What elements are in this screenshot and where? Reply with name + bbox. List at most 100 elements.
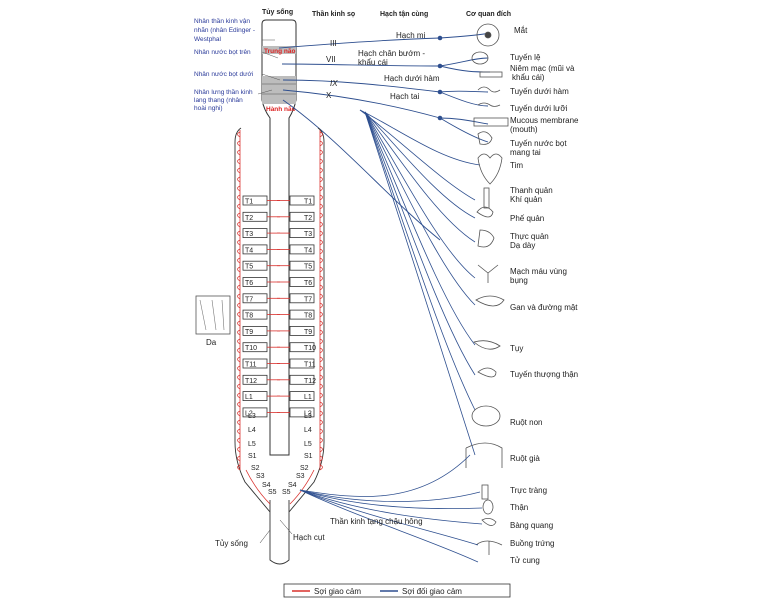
abdominal-vessels-icon — [477, 264, 499, 283]
segment-label-T7-s-right: T7 — [304, 296, 312, 303]
organ-mouth-mucosa-l2: (mouth) — [510, 125, 538, 134]
ramus — [237, 374, 241, 381]
header-spinal-cord: Tủy sống — [262, 8, 293, 16]
ramus — [319, 284, 323, 291]
segment-label-S1-right: S1 — [304, 453, 313, 460]
ramus — [319, 257, 323, 264]
segment-label-T9-s-right: T9 — [304, 329, 312, 336]
ramus — [237, 158, 241, 165]
segment-label-T4-s-left: T4 — [245, 247, 253, 254]
ramus — [237, 212, 241, 219]
midbrain-nucleus-band — [262, 46, 296, 54]
ramus — [319, 419, 323, 426]
segment-label-L3-left: L3 — [248, 413, 256, 420]
segment-label-T12-s-left: T12 — [245, 378, 257, 385]
segment-label-T11-s-right: T11 — [304, 362, 316, 369]
ramus — [319, 347, 323, 354]
vagus-branches — [359, 109, 481, 456]
uterus-ovary-icon — [475, 540, 503, 555]
ramus — [237, 203, 241, 210]
organ-bronchi: Phế quản — [510, 214, 544, 223]
organ-uterus: Tử cung — [510, 556, 540, 565]
spinal-cord-outline — [234, 127, 325, 565]
parotid-gland-icon — [477, 131, 493, 145]
ramus — [319, 167, 323, 174]
segment-label-L4-left: L4 — [248, 427, 256, 434]
segment-label-T10-s-left: T10 — [245, 345, 257, 352]
ramus — [319, 275, 323, 282]
organ-labels: Mắt Tuyến lệ Niêm mạc (mũi và khẩu cái) … — [510, 26, 579, 565]
ramus — [319, 410, 323, 417]
ramus — [319, 185, 323, 192]
organ-esophagus: Thực quản — [510, 232, 549, 241]
ganglion-pterygopalatine-l1: Hạch chân bướm - — [358, 49, 425, 58]
bladder-icon — [481, 518, 497, 526]
segment-label-T5-s-left: T5 — [245, 264, 253, 271]
organ-small-intestine: Ruột non — [510, 418, 542, 427]
legend-parasympathetic-label: Sợi đối giao cảm — [402, 587, 462, 596]
organ-large-intestine: Ruột già — [510, 454, 540, 463]
ramus — [237, 329, 241, 336]
ramus — [237, 257, 241, 264]
ramus — [319, 203, 323, 210]
ramus — [319, 320, 323, 327]
ramus — [319, 230, 323, 237]
segment-label-L5-left: L5 — [248, 441, 256, 448]
organ-larynx: Thanh quản — [510, 186, 553, 195]
adrenal-icon — [477, 367, 497, 378]
ramus — [319, 455, 323, 462]
nucleus-dorsal-vagal-l3: hoài nghi) — [194, 105, 223, 112]
ramus — [319, 329, 323, 336]
legend-sympathetic-label: Sợi giao cảm — [314, 587, 361, 596]
segment-label-S2-left: S2 — [251, 465, 260, 472]
ramus — [319, 365, 323, 372]
ganglion-submandibular: Hạch dưới hàm — [384, 74, 440, 83]
ramus — [237, 185, 241, 192]
organ-submandibular: Tuyến dưới hàm — [510, 87, 569, 96]
segment-label-S3-left: S3 — [256, 473, 265, 480]
cranial-nerve-IX: IX — [330, 79, 338, 88]
nasal-mucosa-icon — [479, 71, 503, 78]
ramus — [237, 167, 241, 174]
pelvic-splanchnic-fibers — [299, 454, 483, 563]
organ-adrenal: Tuyến thượng thận — [510, 370, 578, 379]
skin-icon — [195, 295, 231, 335]
segment-label-S5-left: S5 — [268, 489, 277, 496]
medulla-nucleus-band — [262, 76, 296, 104]
spinal-cord-bottom-label: Tủy sống — [215, 539, 248, 548]
mouth-mucosa-icon — [473, 117, 509, 127]
ramus — [237, 221, 241, 228]
organ-icons — [465, 23, 509, 555]
ramus — [319, 266, 323, 273]
segment-label-L1-s-left: L1 — [245, 394, 253, 401]
ramus — [319, 149, 323, 156]
ramus — [237, 149, 241, 156]
nucleus-dorsal-vagal-l1: Nhân lưng thần kinh — [194, 87, 253, 96]
segment-label-S4-right: S4 — [288, 482, 297, 489]
segment-label-T3-s-left: T3 — [245, 231, 253, 238]
ramus — [237, 419, 241, 426]
ganglion-otic: Hạch tai — [390, 92, 420, 101]
ramus — [319, 338, 323, 345]
segment-label-L2-s-right: L2 — [304, 410, 312, 417]
organ-parotid-l1: Tuyến nước bọt — [510, 139, 567, 148]
small-intestine-icon — [471, 405, 501, 427]
ramus — [237, 347, 241, 354]
ramus — [319, 212, 323, 219]
organ-sublingual: Tuyến dưới lưỡi — [510, 104, 568, 113]
ramus — [319, 239, 323, 246]
stomach-icon — [477, 229, 495, 248]
ramus — [237, 464, 241, 471]
cranial-nerve-III: III — [330, 39, 337, 48]
ganglion-dots — [437, 35, 443, 121]
segment-label-T1-s-left: T1 — [245, 199, 253, 206]
ramus — [319, 446, 323, 453]
medulla-label: Hành não — [266, 106, 296, 113]
segment-label-T12-s-right: T12 — [304, 378, 316, 385]
ramus — [237, 311, 241, 318]
ramus — [319, 464, 323, 471]
segment-label-S4-left: S4 — [262, 482, 271, 489]
organ-nasal-mucosa-l2: khẩu cái) — [512, 73, 545, 82]
